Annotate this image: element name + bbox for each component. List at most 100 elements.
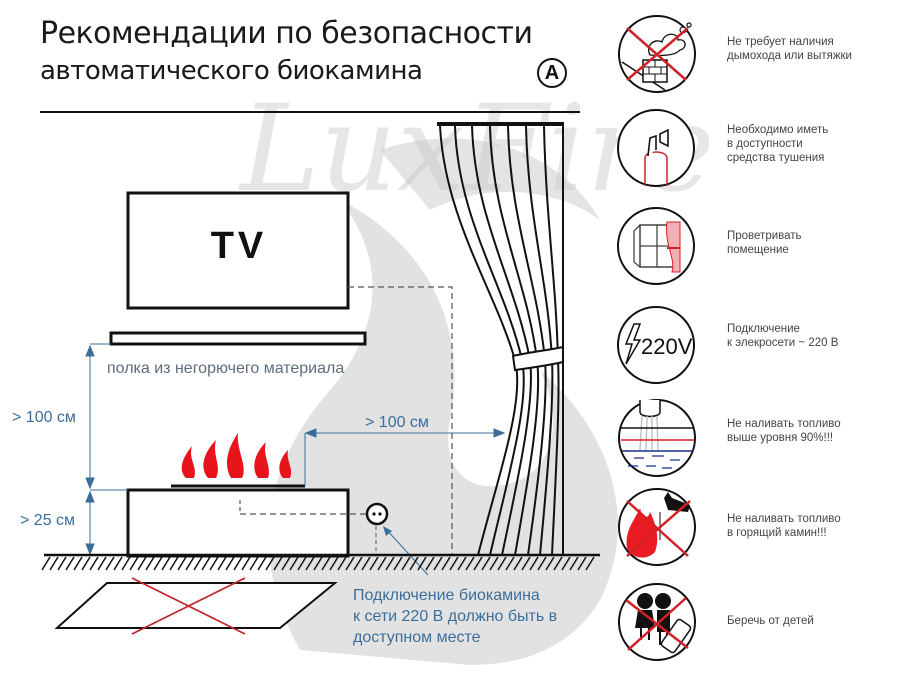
hatch-mark bbox=[89, 556, 99, 571]
hatch-mark bbox=[281, 556, 291, 571]
window-ventilation-icon bbox=[617, 207, 695, 285]
hatch-mark bbox=[97, 556, 107, 571]
rule-no-chimney: Не требует наличия дымохода или вытяжки bbox=[727, 35, 852, 63]
page-title: Рекомендации по безопасности bbox=[40, 16, 533, 51]
rule-line: Проветривать bbox=[727, 230, 802, 242]
rule-line: в доступности bbox=[727, 138, 803, 150]
rule-line: в горящий камин!!! bbox=[727, 527, 827, 539]
arrowhead bbox=[85, 344, 95, 357]
hatch-mark bbox=[569, 556, 579, 571]
hatch-mark bbox=[529, 556, 539, 571]
flame-2 bbox=[203, 440, 218, 478]
connection-note: Подключение биокамина к сети 220 В должн… bbox=[353, 585, 557, 648]
rule-fire-extinguisher: Необходимо иметь в доступности средства … bbox=[727, 123, 828, 165]
hatch-mark bbox=[265, 556, 275, 571]
hatch-mark bbox=[209, 556, 219, 571]
rule-line: Необходимо иметь bbox=[727, 124, 829, 136]
hatch-mark bbox=[193, 556, 203, 571]
horizontal-dimension bbox=[304, 428, 506, 486]
rule-no-refuel-burning: Не наливать топливо в горящий камин!!! bbox=[727, 512, 841, 540]
hatch-mark bbox=[105, 556, 115, 571]
tv-label: TV bbox=[210, 225, 268, 267]
rule-keep-from-children: Беречь от детей bbox=[727, 614, 814, 628]
hatch-mark bbox=[137, 556, 147, 571]
hatch-mark bbox=[577, 556, 587, 571]
hatch-mark bbox=[153, 556, 163, 571]
rule-line: Подключение bbox=[727, 323, 800, 335]
flame-1 bbox=[181, 446, 195, 478]
flames bbox=[181, 433, 292, 478]
arrowhead bbox=[85, 543, 95, 556]
arrowhead bbox=[493, 428, 506, 438]
rule-line: дымохода или вытяжки bbox=[727, 50, 852, 62]
hatch-mark bbox=[185, 556, 195, 571]
vertical-dimensions bbox=[85, 343, 128, 556]
flame-3 bbox=[227, 433, 244, 478]
height-above-label: > 100 см bbox=[12, 409, 76, 426]
hatch-mark bbox=[561, 556, 571, 571]
hatch-mark bbox=[465, 556, 475, 571]
hatch-mark bbox=[353, 556, 363, 571]
rule-line: Не требует наличия bbox=[727, 36, 834, 48]
hatch-mark bbox=[585, 556, 595, 571]
rule-power: Подключение к элекросети ~ 220 В bbox=[727, 322, 838, 350]
hatch-mark bbox=[401, 556, 411, 571]
rule-line: Не наливать топливо bbox=[727, 513, 841, 525]
no-chimney-icon bbox=[618, 15, 696, 93]
hatch-mark bbox=[65, 556, 75, 571]
tv-clearance-dashed-line bbox=[348, 286, 453, 555]
rule-line: выше уровня 90%!!! bbox=[727, 432, 834, 444]
hatch-mark bbox=[57, 556, 67, 571]
hatch-mark bbox=[249, 556, 259, 571]
hatch-mark bbox=[169, 556, 179, 571]
page-subtitle: автоматического биокамина bbox=[40, 56, 423, 86]
hatch-mark bbox=[145, 556, 155, 571]
hatch-mark bbox=[545, 556, 555, 571]
shelf bbox=[109, 331, 367, 346]
keep-from-children-icon bbox=[618, 583, 696, 661]
arrowhead bbox=[85, 490, 95, 503]
rule-ventilation: Проветривать помещение bbox=[727, 229, 802, 257]
hatch-mark bbox=[113, 556, 123, 571]
rule-line: к элекросети ~ 220 В bbox=[727, 337, 839, 349]
socket-pointer-line bbox=[384, 527, 429, 576]
hatch-mark bbox=[489, 556, 499, 571]
rule-line: Не наливать топливо bbox=[727, 418, 841, 430]
hatch-mark bbox=[497, 556, 507, 571]
hatch-mark bbox=[377, 556, 387, 571]
hatch-mark bbox=[345, 556, 355, 571]
hatch-mark bbox=[537, 556, 547, 571]
shelf-label: полка из негорючего материала bbox=[107, 360, 345, 377]
hatch-mark bbox=[449, 556, 459, 571]
hatch-mark bbox=[177, 556, 187, 571]
hatch-mark bbox=[217, 556, 227, 571]
height-below-label: > 25 см bbox=[20, 512, 76, 529]
tv-box bbox=[126, 191, 350, 310]
hatch-mark bbox=[121, 556, 131, 571]
arrowhead bbox=[304, 428, 317, 438]
hatch-mark bbox=[321, 556, 331, 571]
hatch-mark bbox=[505, 556, 515, 571]
hatch-mark bbox=[257, 556, 267, 571]
floor-hatching bbox=[41, 556, 595, 571]
hatch-mark bbox=[473, 556, 483, 571]
hatch-mark bbox=[329, 556, 339, 571]
hatch-mark bbox=[233, 556, 243, 571]
hatch-mark bbox=[417, 556, 427, 571]
hatch-mark bbox=[161, 556, 171, 571]
rule-line: Беречь от детей bbox=[727, 615, 814, 627]
hatch-mark bbox=[49, 556, 59, 571]
hatch-mark bbox=[513, 556, 523, 571]
rule-fuel-level: Не наливать топливо выше уровня 90%!!! bbox=[727, 417, 841, 445]
brand-badge-icon: A bbox=[537, 58, 567, 88]
power-socket-icon bbox=[365, 502, 389, 526]
hatch-mark bbox=[521, 556, 531, 571]
hatch-mark bbox=[481, 556, 491, 571]
curtain bbox=[437, 122, 564, 556]
arrowhead bbox=[85, 477, 95, 490]
rule-line: средства тушения bbox=[727, 152, 825, 164]
hatch-mark bbox=[441, 556, 451, 571]
fuel-level-icon bbox=[618, 399, 696, 477]
hatch-mark bbox=[297, 556, 307, 571]
